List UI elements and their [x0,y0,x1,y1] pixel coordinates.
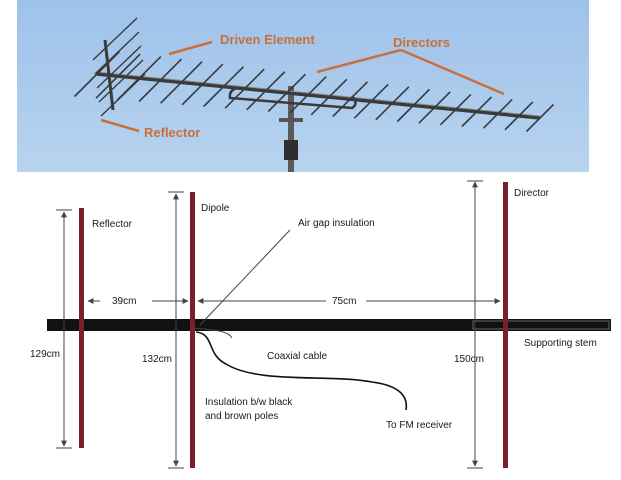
driven-element [228,86,357,110]
insulation-label-line1: Insulation b/w black [205,397,293,408]
reflector-bar [103,39,115,111]
reflector-rod [96,45,142,89]
antenna-rod [418,91,451,124]
antenna-rod [203,66,245,108]
antenna-rod [181,63,224,106]
dipole-pole [190,192,195,468]
antenna-rod [353,83,389,119]
antenna-rod [138,58,183,103]
antenna-rod [73,50,121,98]
director-pole [503,182,508,468]
antenna-rod [224,68,265,109]
antenna-rods [73,17,555,133]
director-label: Director [514,188,550,199]
antenna-rod [439,93,472,126]
reflector-rod [92,17,138,61]
air-gap-pointer [199,229,291,326]
mast [279,86,303,172]
air-gap-label: Air gap insulation [298,218,375,229]
reflector-label: Reflector [92,219,133,230]
dipole-label: Dipole [201,203,230,214]
insulation-label-line2: and brown poles [205,411,278,422]
antenna-rod [246,71,286,111]
insulation-marker [194,327,233,339]
photo-label-driven-element: Driven Element [220,32,315,47]
supporting-stem-label: Supporting stem [524,338,597,349]
sky-background [17,0,589,172]
coaxial-cable-label: Coaxial cable [267,351,327,362]
supporting-stem [47,319,611,331]
antenna-photo: Driven Element Directors Reflector [17,0,589,172]
photo-label-directors: Directors [393,35,450,50]
antenna-rod [504,101,534,131]
reflector-length-label: 129cm [30,349,60,360]
antenna-rod [461,96,493,128]
yagi-antenna-diagram: Reflector Dipole Director Air gap insula… [30,180,611,469]
antenna-rod [160,61,203,104]
reflector-dipole-spacing-label: 39cm [112,296,136,307]
dipole-length-label: 132cm [142,354,172,365]
antenna-rod [95,53,141,99]
antenna-rod [310,78,348,116]
photo-label-pointers [100,40,505,133]
antenna-rod [396,88,431,123]
coaxial-cable [195,331,408,411]
antenna-rod [525,103,555,133]
photo-label-reflector: Reflector [144,125,200,140]
antenna-rod [289,76,327,114]
antenna-rod [375,86,410,121]
antenna-rod [332,81,369,118]
reflector-rod [94,31,140,75]
reflector-rod [100,73,146,117]
fm-receiver-label: To FM receiver [386,420,453,431]
antenna-rod [482,98,513,129]
length-arrows [56,180,483,469]
antenna-boom [96,71,541,120]
reflector-rod [98,59,144,103]
antenna-rod [267,73,307,113]
director-length-label: 150cm [454,354,484,365]
reflector-pole [79,208,84,448]
dipole-director-spacing-label: 75cm [332,296,356,307]
